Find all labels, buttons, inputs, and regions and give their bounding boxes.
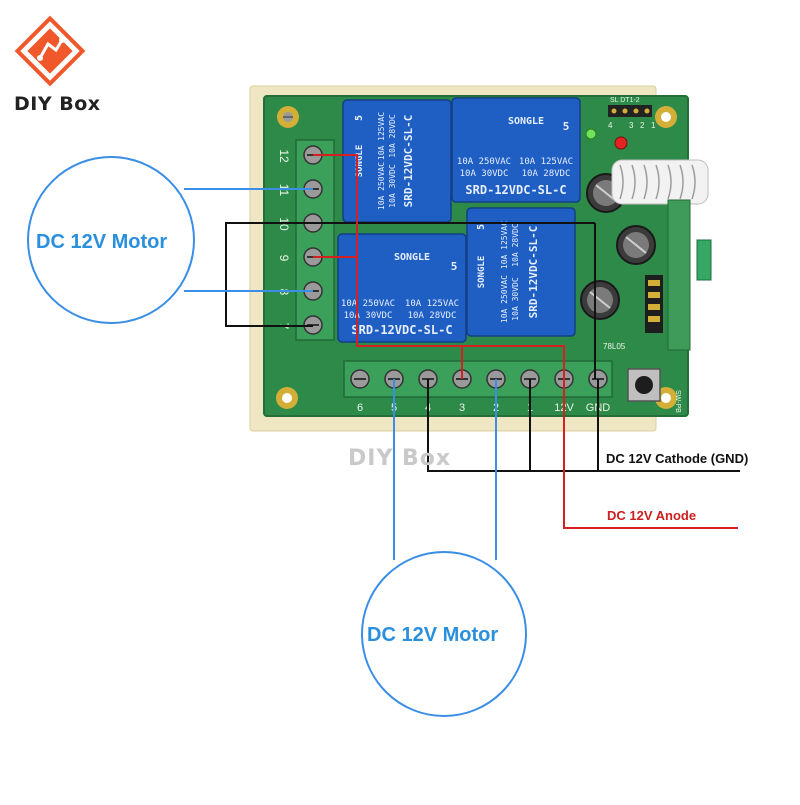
header-labels: 1 2 3 4 xyxy=(608,121,656,130)
capacitor-icon xyxy=(580,280,620,320)
receiver-module xyxy=(667,199,691,351)
relay-brand: SONGLE xyxy=(477,256,487,289)
relay-rating: 10A 250VAC xyxy=(500,275,509,323)
terminal-label-11: 11 xyxy=(277,184,291,197)
terminal-label-10: 10 xyxy=(277,217,291,231)
relay-3: SONGLE 5 10A 250VAC 10A 30VDC 10A 125VAC… xyxy=(337,233,467,343)
svg-text:4: 4 xyxy=(608,121,613,130)
relay-rating: 10A 30VDC xyxy=(344,311,393,321)
push-button-icon xyxy=(627,368,661,402)
relay-rating: 10A 28VDC xyxy=(408,311,457,321)
relay-rating: 10A 30VDC xyxy=(511,277,520,321)
brand-name: DIY Box xyxy=(14,93,101,115)
relay-rating: 10A 30VDC xyxy=(460,169,509,179)
mounting-hole xyxy=(277,106,299,128)
relay-brand: SONGLE xyxy=(355,145,365,178)
mounting-hole xyxy=(655,106,677,128)
svg-text:2: 2 xyxy=(640,121,645,130)
red-wire-internal xyxy=(313,154,565,379)
regulator-label: 78L05 xyxy=(603,342,626,351)
relay-pin-mark: 5 xyxy=(563,120,570,133)
header-top-label: SL DT1-2 xyxy=(610,97,640,104)
left-motor-label: DC 12V Motor xyxy=(36,231,168,253)
button-label: SW-PB xyxy=(674,390,681,413)
relay-pin-mark: 5 xyxy=(354,115,365,121)
left-motor-circle xyxy=(27,156,195,324)
led-green-icon xyxy=(585,128,597,140)
terminal-label-9: 9 xyxy=(277,255,291,262)
terminal-label-12: 12 xyxy=(277,149,291,163)
relay-1: SONGLE 10A 250VAC 10A 30VDC 10A 125VAC 1… xyxy=(342,99,452,223)
relay-rating: 10A 125VAC xyxy=(519,157,573,167)
led-red-icon xyxy=(614,136,628,150)
relay-pin-mark: 5 xyxy=(451,260,458,273)
cathode-wire xyxy=(427,379,740,472)
watermark: DIY Box xyxy=(348,446,452,471)
svg-text:3: 3 xyxy=(629,121,634,130)
relay-brand: SONGLE xyxy=(508,116,544,127)
relay-rating: 10A 30VDC xyxy=(388,164,397,208)
left-motor-wire xyxy=(184,188,313,292)
pin-header xyxy=(645,275,663,333)
relay-rating: 10A 250VAC xyxy=(341,299,395,309)
relay-rating: 10A 250VAC xyxy=(377,162,386,210)
bottom-motor-wire xyxy=(393,379,497,560)
relay-rating: 10A 125VAC xyxy=(377,112,386,160)
relay-pin-mark: 5 xyxy=(476,224,487,230)
diy-box-logo-icon xyxy=(14,15,86,87)
antenna-coil-icon xyxy=(611,159,709,205)
relay-rating: 10A 28VDC xyxy=(511,223,520,267)
header-pins xyxy=(608,105,652,117)
relay-rating: 10A 28VDC xyxy=(522,169,571,179)
relay-rating: 10A 28VDC xyxy=(388,114,397,158)
relay-4: SONGLE 10A 250VAC 10A 30VDC 10A 125VAC 1… xyxy=(466,207,576,337)
terminal-label-8: 8 xyxy=(277,289,291,296)
relay-model: SRD-12VDC-SL-C xyxy=(527,226,540,319)
cathode-label: DC 12V Cathode (GND) xyxy=(606,451,749,466)
left-terminal-block xyxy=(295,139,335,341)
terminal-label-3: 3 xyxy=(459,402,465,414)
relay-model: SRD-12VDC-SL-C xyxy=(402,115,415,208)
relay-rating: 10A 250VAC xyxy=(457,157,511,167)
bottom-motor-label: DC 12V Motor xyxy=(367,624,499,646)
relay-brand: SONGLE xyxy=(394,252,430,263)
mounting-hole xyxy=(276,387,298,409)
anode-wire xyxy=(563,379,738,529)
bottom-motor-circle xyxy=(361,551,527,717)
relay-2: SONGLE 5 10A 250VAC 10A 30VDC 10A 125VAC… xyxy=(451,97,581,203)
relay-model: SRD-12VDC-SL-C xyxy=(351,323,452,337)
anode-label: DC 12V Anode xyxy=(607,508,697,523)
terminal-label-6: 6 xyxy=(357,402,363,414)
relay-rating: 10A 125VAC xyxy=(405,299,459,309)
svg-text:1: 1 xyxy=(651,121,656,130)
relay-model: SRD-12VDC-SL-C xyxy=(465,183,566,197)
black-wire-loop xyxy=(225,222,596,379)
relay-rating: 10A 125VAC xyxy=(500,221,509,269)
capacitor-icon xyxy=(616,225,656,265)
